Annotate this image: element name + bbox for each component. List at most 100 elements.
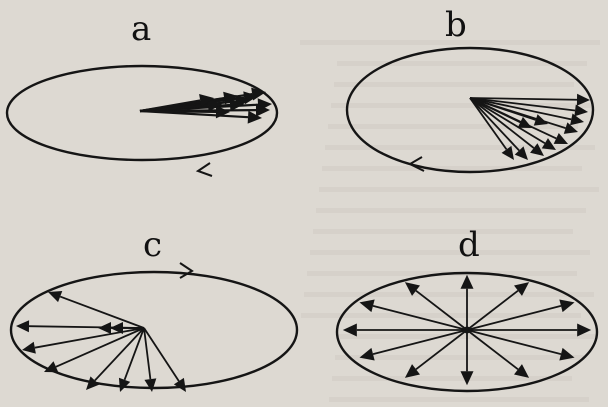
panel-b-vector-head <box>533 114 548 126</box>
panel-b-label: b <box>445 5 467 45</box>
panel-c-vector-head <box>173 377 186 392</box>
panel-b-vector-shaft <box>469 97 546 145</box>
panel-c-vector-shaft <box>143 327 152 380</box>
panel-a-vector-head <box>215 105 230 119</box>
show-through-line <box>334 82 574 87</box>
panel-b-vector-head <box>517 116 532 128</box>
panel-c-vectors <box>16 290 186 392</box>
panel-b-vector-head <box>553 133 568 144</box>
panel-c <box>9 262 299 392</box>
show-through-line <box>338 334 598 339</box>
panel-d-vector-shaft <box>415 329 468 371</box>
panel-c-vector-shaft <box>94 327 145 382</box>
show-through-line <box>329 397 589 402</box>
panel-c-vector-shaft <box>34 327 145 349</box>
panel-a-vector-head <box>255 103 270 117</box>
panel-c-ellipse <box>9 270 299 390</box>
panel-c-direction-arrow <box>179 262 194 279</box>
panel-c-vector-head <box>22 341 36 354</box>
panel-a-vector-shaft <box>139 109 217 113</box>
panel-a-vector-head <box>223 91 238 105</box>
show-through-line <box>304 292 594 297</box>
show-through-line <box>335 355 585 360</box>
panel-d-vector-head <box>359 347 375 361</box>
panel-a-vector-head <box>247 110 262 124</box>
panel-c-vector-head <box>48 290 63 303</box>
panel-d-vector-head <box>514 364 530 378</box>
panel-d-vector-head <box>404 364 420 378</box>
panel-d-vector-shaft <box>372 329 468 356</box>
show-through-line <box>313 229 573 234</box>
show-through-line <box>328 124 578 129</box>
panel-b-ellipse <box>345 46 595 174</box>
panel-d-label: d <box>458 225 480 265</box>
show-through-line <box>325 145 595 150</box>
panel-b-vectors <box>469 93 590 160</box>
panel-b-vector-head <box>574 104 588 117</box>
show-through-line <box>301 313 581 318</box>
panel-b-vector-head <box>570 113 584 126</box>
panel-b-vector-shaft <box>469 97 520 152</box>
panel-c-vector-head <box>118 377 131 392</box>
panel-b-vector-shaft <box>469 97 521 124</box>
panel-d-vector-shaft <box>466 304 562 331</box>
panel-d-center-dot <box>463 326 471 334</box>
panel-b-vector-head <box>563 122 578 134</box>
panel-c-vector-shaft <box>123 327 145 381</box>
panel-a-vector-shaft <box>139 99 201 113</box>
panel-a-vectors <box>139 87 272 124</box>
panel-b-vector-shaft <box>469 97 572 121</box>
show-through-line <box>322 166 582 171</box>
panel-d-vector-head <box>514 282 530 296</box>
panel-a <box>5 64 279 177</box>
show-through-line <box>319 187 599 192</box>
panel-a-ellipse <box>5 64 279 162</box>
panel-b-vector-shaft <box>469 97 535 149</box>
panel-b-vector-head <box>501 145 514 160</box>
panel-d-vector-head <box>342 323 357 337</box>
panel-c-vector-head <box>16 320 30 333</box>
panel-a-label: a <box>131 9 152 49</box>
panel-d-vector-head <box>359 299 375 313</box>
panel-d-vector-head <box>559 347 575 361</box>
panel-d-vector-head <box>577 323 592 337</box>
panel-d-vector-head <box>404 282 420 296</box>
panel-d-vectors <box>342 274 592 386</box>
show-through-line <box>300 40 600 45</box>
panel-b-vector-shaft <box>469 97 508 150</box>
panel-c-vector-shaft <box>55 327 145 368</box>
panel-d <box>335 271 599 393</box>
panel-b-vector-head <box>576 93 590 106</box>
panel-a-vector-head <box>199 94 214 107</box>
panel-b-vector-head <box>530 143 544 156</box>
show-through-line <box>316 208 586 213</box>
panel-b-vector-head <box>514 146 528 160</box>
panel-c-vector-head <box>98 322 111 334</box>
panel-b-vector-head <box>541 138 556 150</box>
panel-c-vector-head <box>44 361 59 373</box>
show-through-line <box>337 61 587 66</box>
panel-d-ellipse <box>335 271 599 393</box>
show-through-line <box>331 103 591 108</box>
show-through-line <box>310 250 590 255</box>
panel-c-label: c <box>143 225 163 265</box>
panel-c-vector-shaft <box>143 327 180 382</box>
panel-b-vector-shaft <box>469 97 576 112</box>
panel-d-vector-head <box>559 299 575 313</box>
panel-b-vector-shaft <box>469 97 536 121</box>
panel-d-vector-shaft <box>466 329 562 356</box>
show-through-line <box>332 376 572 381</box>
panel-d-vector-shaft <box>466 289 519 331</box>
panel-c-vector-head <box>86 376 100 390</box>
panel-a-vector-head <box>207 98 222 112</box>
panel-d-vector-shaft <box>466 329 519 371</box>
panel-d-vector-head <box>460 274 474 289</box>
panel-a-vector-head <box>229 98 244 112</box>
panel-b-direction-arrow <box>407 156 425 172</box>
panel-a-direction-arrow <box>195 162 213 177</box>
panel-b-vector-shaft <box>469 97 578 101</box>
panel-d-vector-head <box>460 371 474 386</box>
